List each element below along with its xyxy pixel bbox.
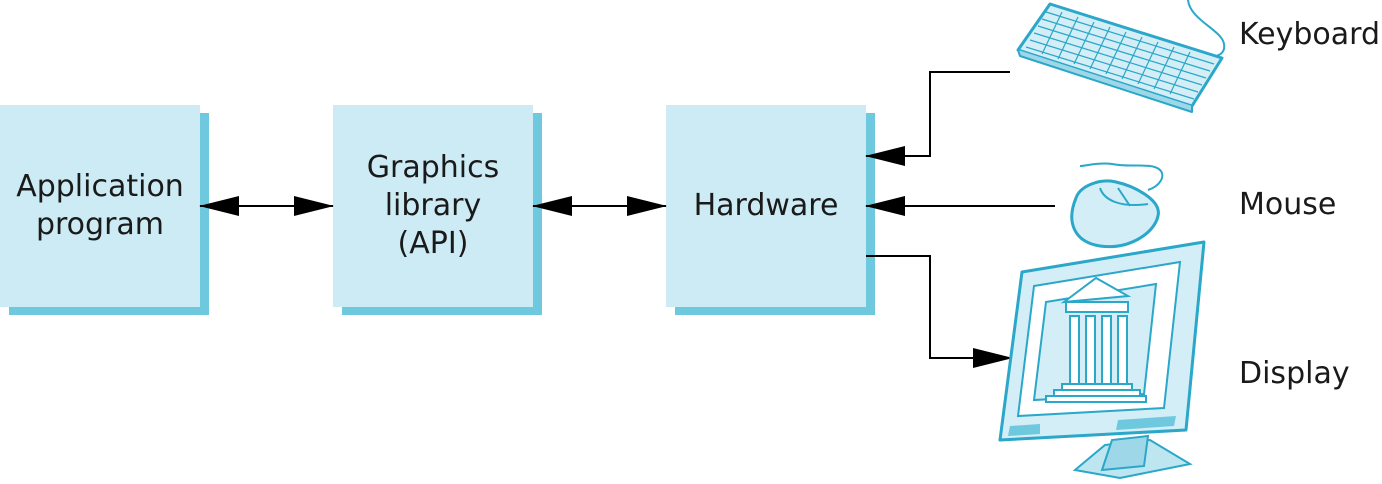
hardware-block: Hardware [666, 105, 866, 307]
graphics-line1: Graphics [366, 150, 500, 185]
keyboard-label: Keyboard [1239, 17, 1381, 52]
mouse-icon [1070, 162, 1164, 249]
mouse-label: Mouse [1239, 187, 1337, 222]
hardware-to-display-wire [866, 255, 1013, 368]
graphics-line2: library [384, 188, 482, 223]
hardware-line1: Hardware [693, 188, 839, 223]
application-program-block: Application program [0, 105, 200, 307]
application-line1: Application [16, 169, 184, 204]
display-label: Display [1239, 356, 1350, 391]
keyboard-to-hardware-wire [865, 71, 1010, 166]
graphics-library-block: Graphics library (API) [333, 105, 533, 307]
application-line2: program [35, 207, 165, 242]
keyboard-icon [1016, 0, 1226, 113]
monitor-icon [998, 240, 1206, 480]
graphics-line3: (API) [397, 226, 469, 261]
